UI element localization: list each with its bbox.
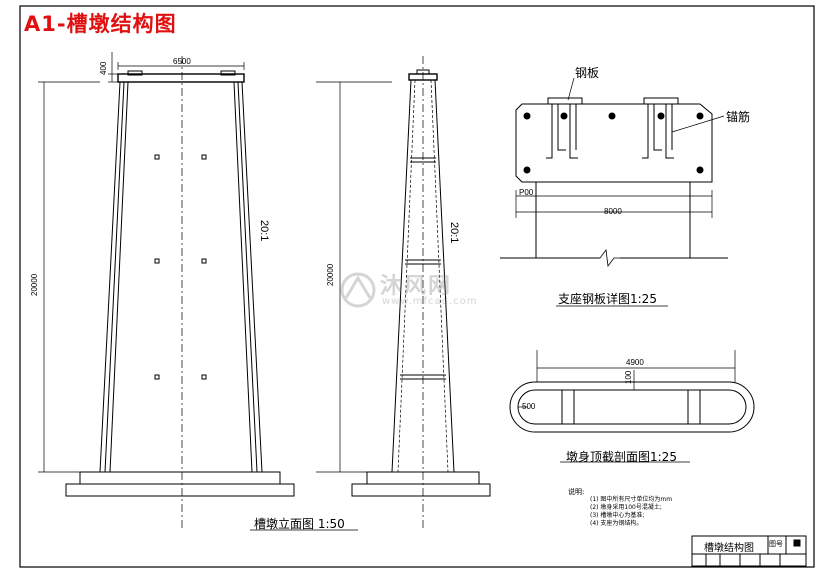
anchor-bar-label: 锚筋 — [726, 110, 751, 124]
watermark-logo-icon — [340, 272, 376, 308]
drawing-title: A1-槽墩结构图 — [24, 12, 177, 36]
title-block-name: 槽墩结构图 — [704, 543, 754, 554]
section-wall-dimension: 100 — [624, 370, 633, 384]
cap-height-dimension: 400 — [99, 61, 108, 75]
note-item-1: (1) 图中所有尺寸单位均为mm — [590, 496, 673, 503]
watermark-brand: 沐风网 — [380, 274, 453, 299]
notes-heading: 说明: — [568, 488, 585, 496]
note-item-2: (2) 墩身采用100号混凝土; — [590, 504, 662, 511]
top-width-dimension: 6500 — [173, 57, 191, 66]
title-block-drawing-no: 图号 — [769, 540, 783, 548]
side-elevation — [316, 56, 491, 530]
note-item-4: (4) 支座为钢结构。 — [590, 520, 643, 527]
top-section — [509, 350, 755, 463]
plate-detail-caption: 支座钢板详图1:25 — [558, 292, 657, 306]
sheet-border — [19, 5, 815, 568]
front-slope-label: 20:1 — [258, 220, 270, 242]
front-height-dimension: 20000 — [30, 273, 39, 296]
watermark: 沐风网 www.mfcad.com — [338, 268, 493, 316]
section-length-dimension: 4900 — [626, 358, 644, 367]
watermark-url: www.mfcad.com — [382, 296, 478, 307]
section-radius-dimension: 500 — [522, 402, 536, 411]
front-elevation — [38, 52, 295, 530]
note-item-3: (3) 槽墩中心为基准; — [590, 512, 645, 519]
plate-offset-dimension: P00 — [519, 188, 534, 197]
side-height-dimension: 20000 — [326, 263, 335, 286]
elevation-caption: 槽墩立面图 1:50 — [254, 517, 345, 531]
side-slope-label: 20:1 — [448, 222, 460, 244]
title-block — [691, 535, 807, 567]
steel-plate-label: 钢板 — [575, 66, 600, 80]
plate-span-dimension: 8000 — [604, 207, 622, 216]
plate-detail — [500, 77, 728, 307]
section-caption: 墩身顶截剖面图1:25 — [566, 450, 677, 464]
